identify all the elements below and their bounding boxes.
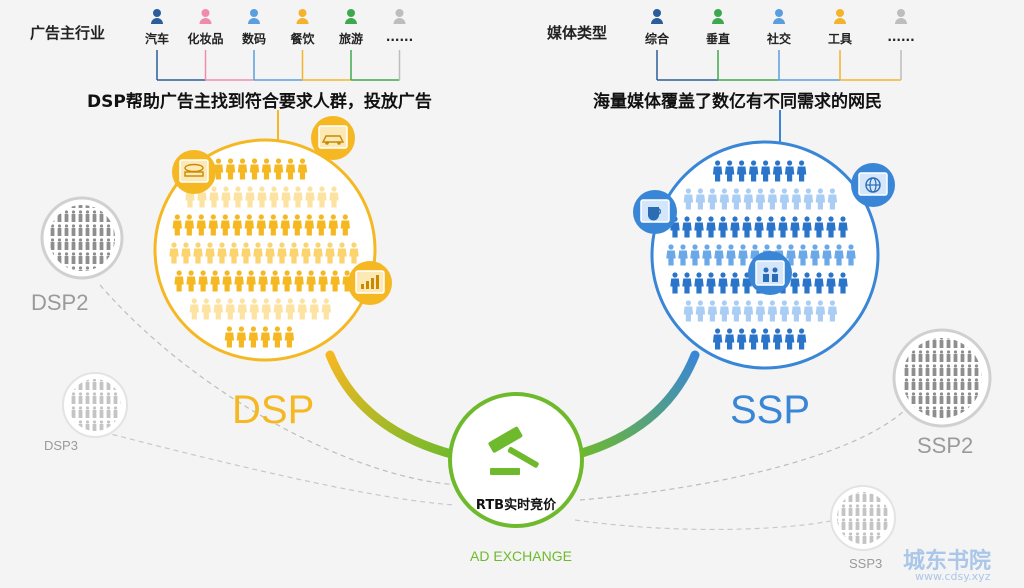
advertiser-category-label: 化妆品: [187, 32, 224, 46]
dsp3-link: [94, 429, 456, 506]
ssp3-label: SSP3: [849, 556, 883, 571]
dsp-arc: [325, 350, 460, 460]
ssp2-label: SSP2: [917, 433, 974, 458]
ssp-caption: 海量媒体覆盖了数亿有不同需求的网民: [593, 92, 882, 112]
dsp2-link: [99, 284, 461, 486]
person-icon: [199, 9, 212, 24]
media-category-label: 工具: [827, 32, 852, 46]
ssp-arc: [570, 350, 700, 460]
ssp-label: SSP: [730, 388, 811, 432]
signal-icon: [348, 261, 392, 305]
globe-icon: [851, 163, 895, 207]
person-icon: [248, 9, 260, 24]
dsp3-label: DSP3: [44, 438, 78, 453]
person-icon: [651, 9, 663, 24]
advertiser-industry-header: 广告主行业: [30, 24, 106, 42]
person-icon: [773, 9, 785, 24]
media-category-label: 社交: [766, 32, 791, 46]
person-icon: [834, 9, 846, 24]
coffee-icon: [633, 190, 677, 234]
ad-exchange-circle: [448, 392, 584, 528]
person-icon: [393, 9, 406, 24]
person-icon: [151, 9, 163, 24]
people-icon: [748, 251, 792, 295]
gavel-icon: [488, 426, 539, 475]
media-category-label: 综合: [644, 32, 669, 46]
ssp2-link: [579, 409, 906, 501]
watermark-title: 城东书院: [903, 549, 992, 574]
watermark-url: www.cdsy.xyz: [915, 570, 991, 583]
person-icon: [712, 9, 724, 24]
advertiser-category-label: ......: [385, 30, 414, 44]
advertiser-category-label: 餐饮: [290, 32, 315, 46]
advertiser-category-label: 旅游: [338, 32, 363, 46]
media-category-label: ......: [887, 30, 915, 44]
person-icon: [296, 9, 309, 24]
advertiser-bracket: [151, 9, 406, 81]
dsp-caption: DSP帮助广告主找到符合要求人群，投放广告: [87, 92, 432, 112]
media-category-label: 垂直: [705, 32, 730, 46]
ad-exchange-label: AD EXCHANGE: [470, 548, 572, 564]
dsp-label: DSP: [232, 388, 315, 432]
dsp2-label: DSP2: [31, 290, 89, 315]
person-icon: [895, 9, 907, 24]
advertiser-category-label: 数码: [241, 32, 266, 46]
car-icon: [311, 116, 355, 160]
food-icon: [172, 150, 216, 194]
ssp3-link: [574, 519, 836, 531]
media-bracket: [651, 9, 907, 81]
media-type-header: 媒体类型: [547, 24, 608, 42]
advertiser-category-label: 汽车: [144, 32, 169, 46]
rtb-label: RTB实时竞价: [475, 498, 557, 513]
person-icon: [345, 9, 357, 24]
